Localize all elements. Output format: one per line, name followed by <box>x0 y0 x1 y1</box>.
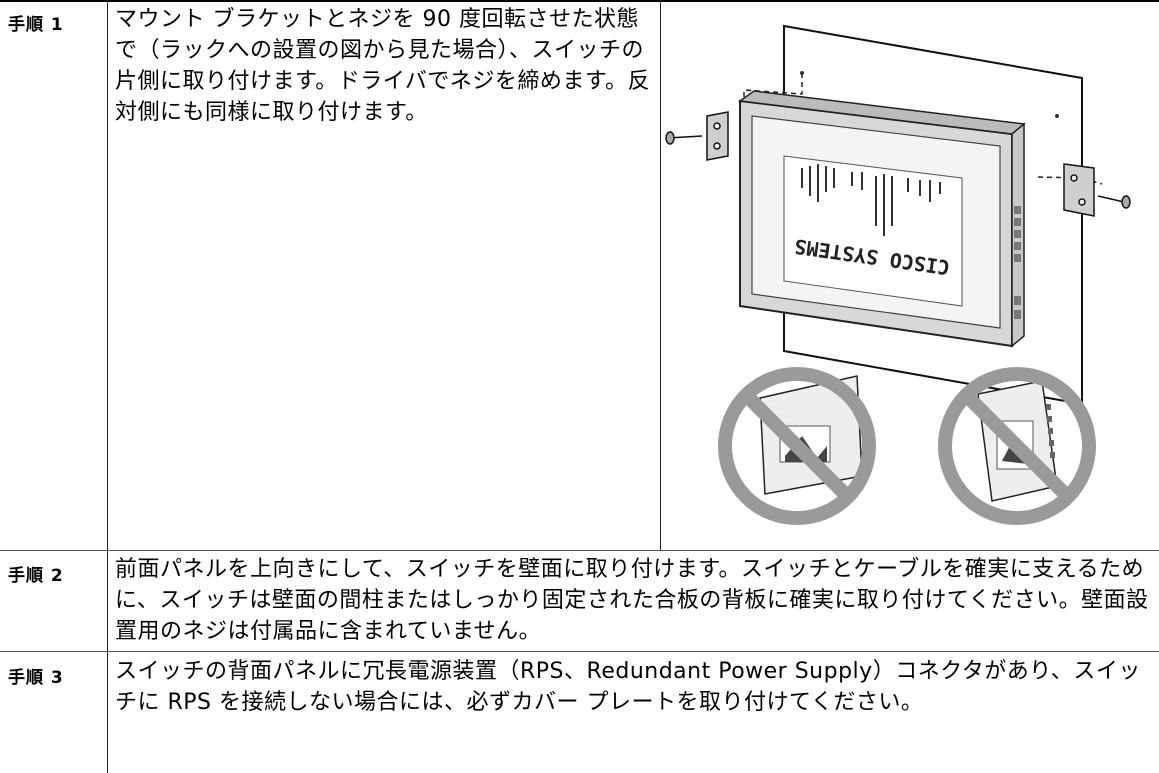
table-top-rule <box>0 0 1159 2</box>
step-3-text: スイッチの背面パネルに冗長電源装置（RPS、Redundant Power Su… <box>115 659 1141 715</box>
figure-column-divider <box>660 0 661 550</box>
step-2-label: 手順 2 <box>8 566 64 586</box>
wall-mount-illustration: CISCO SYSTEMS <box>662 6 1159 546</box>
step-2-text: 前面パネルを上向きにして、スイッチを壁面に取り付けます。スイッチとケーブルを確実… <box>115 557 1149 644</box>
label-column-divider <box>107 0 108 773</box>
prohibited-orientation-2 <box>938 367 1096 525</box>
step-3-label: 手順 3 <box>8 668 64 688</box>
switch-device: CISCO SYSTEMS <box>737 90 1026 348</box>
step-1-text: マウント ブラケットとネジを 90 度回転させた状態で（ラックへの設置の図から見… <box>115 7 651 125</box>
right-bracket <box>1063 163 1131 217</box>
row-divider-1 <box>0 550 1159 551</box>
step-1-label: 手順 1 <box>8 15 64 35</box>
row-divider-2 <box>0 651 1159 652</box>
left-bracket <box>665 111 729 161</box>
prohibited-orientation-1 <box>718 367 876 525</box>
